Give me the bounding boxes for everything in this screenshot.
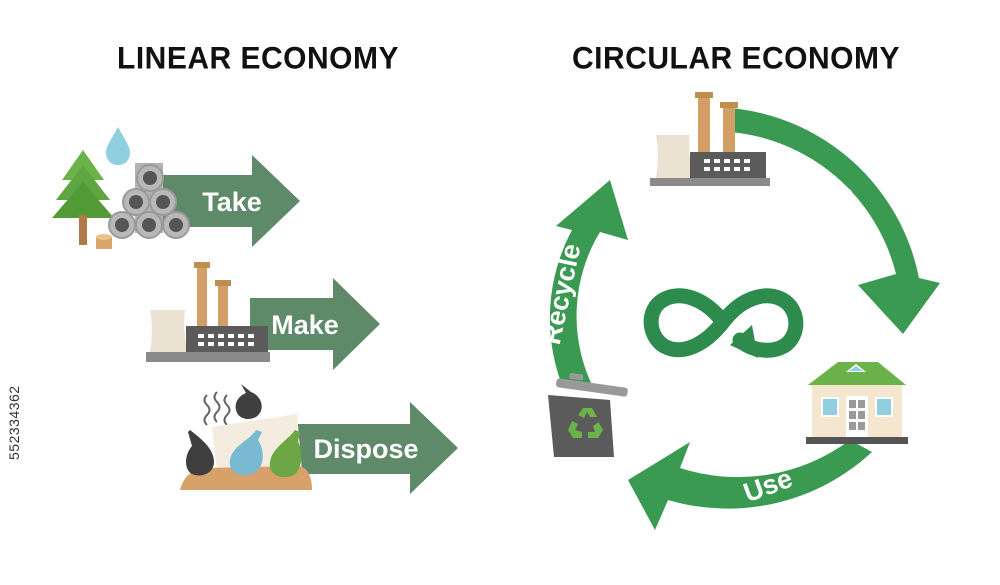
tree-icon bbox=[52, 150, 114, 245]
raw-materials-icon bbox=[52, 127, 190, 249]
circular-factory-icon bbox=[650, 92, 770, 186]
take-arrow bbox=[160, 155, 300, 247]
circular-recycle-label: Recycle bbox=[536, 241, 587, 347]
dispose-label: Dispose bbox=[313, 434, 418, 464]
circular-economy-title: CIRCULAR ECONOMY bbox=[572, 41, 900, 76]
recycle-symbol-icon bbox=[568, 408, 603, 438]
make-label: Make bbox=[271, 310, 339, 340]
make-cycle-arrow bbox=[730, 108, 940, 334]
factory-icon bbox=[146, 262, 270, 362]
linear-step-make: Make bbox=[146, 262, 380, 370]
stump-icon bbox=[96, 234, 112, 249]
pipes-icon bbox=[108, 163, 190, 239]
dispose-arrow bbox=[290, 402, 458, 494]
water-drop-icon bbox=[106, 127, 130, 165]
linear-step-dispose: Dispose bbox=[180, 384, 458, 494]
linear-step-take: Take bbox=[52, 127, 300, 249]
landfill-icon bbox=[180, 384, 312, 490]
recycle-cycle-arrow bbox=[549, 180, 628, 385]
recycle-bin-icon bbox=[548, 373, 628, 457]
circular-use-label: Use bbox=[740, 463, 797, 508]
house-icon bbox=[806, 362, 908, 444]
use-cycle-arrow bbox=[628, 440, 872, 530]
make-arrow bbox=[250, 278, 380, 370]
linear-economy-title: LINEAR ECONOMY bbox=[117, 41, 400, 76]
take-label: Take bbox=[202, 187, 262, 217]
infinity-icon bbox=[643, 288, 804, 358]
